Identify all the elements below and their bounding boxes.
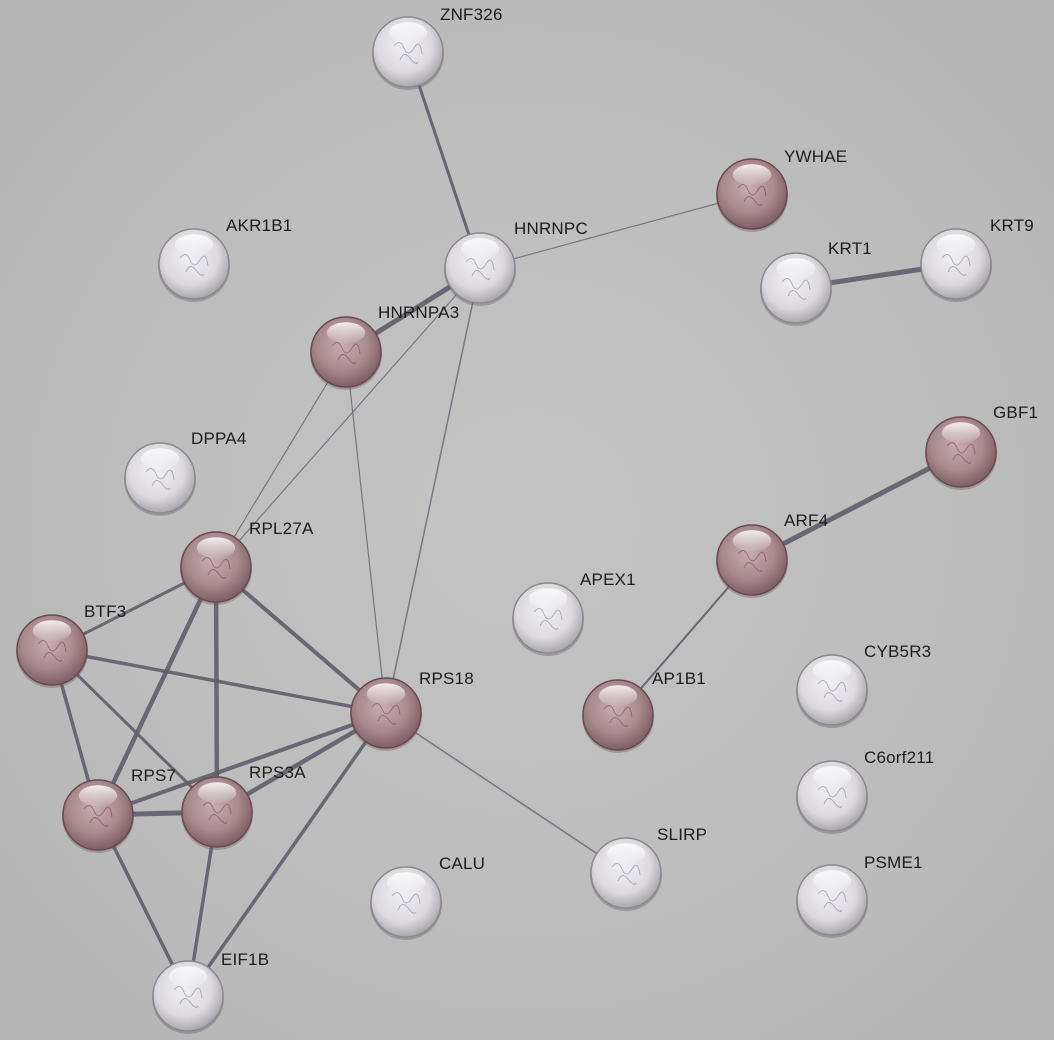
sphere-highlight	[140, 448, 180, 470]
node-psme1[interactable]	[796, 864, 868, 938]
node-arf4[interactable]	[716, 524, 788, 598]
node-slirp[interactable]	[590, 837, 662, 911]
node-btf3[interactable]	[16, 614, 88, 688]
node-dppa4[interactable]	[124, 442, 196, 516]
nodes-layer	[16, 16, 997, 1034]
protein-structure-icon	[393, 42, 423, 64]
node-rpl27a[interactable]	[180, 531, 252, 605]
protein-structure-icon	[202, 802, 232, 824]
node-c6orf211[interactable]	[796, 760, 868, 834]
edge-hnrnpa3-rps18[interactable]	[345, 351, 387, 714]
sphere-highlight	[936, 234, 976, 256]
protein-structure-icon	[83, 805, 113, 827]
protein-structure-icon	[391, 892, 421, 914]
edge-rps18-rps7[interactable]	[96, 711, 388, 817]
protein-structure-icon	[946, 442, 976, 464]
protein-structure-icon	[737, 184, 767, 206]
node-znf326[interactable]	[372, 16, 444, 90]
protein-structure-icon	[603, 705, 633, 727]
edge-rps18-slirp[interactable]	[385, 712, 627, 874]
sphere-highlight	[776, 258, 816, 280]
edge-hnrnpc-rpl27a[interactable]	[215, 267, 481, 568]
protein-structure-icon	[201, 557, 231, 579]
sphere-highlight	[78, 785, 118, 807]
sphere-highlight	[732, 530, 772, 552]
sphere-highlight	[812, 870, 852, 892]
sphere-highlight	[732, 164, 772, 186]
edge-hnrnpc-rps18[interactable]	[385, 267, 481, 714]
sphere-highlight	[606, 843, 646, 865]
protein-structure-icon	[817, 890, 847, 912]
edge-hnrnpc-ywhae[interactable]	[479, 193, 753, 269]
edge-znf326-hnrnpc[interactable]	[406, 50, 482, 270]
protein-structure-icon	[611, 863, 641, 885]
protein-structure-icon	[941, 254, 971, 276]
edge-rpl27a-rps7[interactable]	[95, 564, 219, 818]
protein-structure-icon	[465, 258, 495, 280]
node-ywhae[interactable]	[716, 158, 788, 232]
node-gbf1[interactable]	[925, 416, 997, 490]
protein-structure-icon	[533, 608, 563, 630]
sphere-highlight	[388, 22, 428, 44]
node-akr1b1[interactable]	[158, 228, 230, 302]
sphere-highlight	[326, 322, 366, 344]
protein-structure-icon	[331, 342, 361, 364]
protein-structure-icon	[173, 986, 203, 1008]
protein-structure-icon	[37, 640, 67, 662]
sphere-highlight	[168, 966, 208, 988]
sphere-highlight	[941, 422, 981, 444]
edge-gbf1-arf4[interactable]	[749, 449, 964, 563]
edge-rps18-eif1b[interactable]	[186, 711, 388, 998]
node-hnrnpa3[interactable]	[310, 316, 382, 390]
protein-structure-icon	[817, 680, 847, 702]
node-rps7[interactable]	[62, 779, 134, 853]
sphere-highlight	[197, 782, 237, 804]
sphere-highlight	[598, 685, 638, 707]
node-rps3a[interactable]	[181, 776, 253, 850]
protein-structure-icon	[145, 468, 175, 490]
sphere-highlight	[386, 872, 426, 894]
edges-layer	[50, 50, 964, 998]
node-apex1[interactable]	[512, 582, 584, 656]
sphere-highlight	[366, 683, 406, 705]
node-krt9[interactable]	[920, 228, 992, 302]
edge-hnrnpa3-rpl27a[interactable]	[215, 351, 347, 568]
node-cyb5r3[interactable]	[796, 654, 868, 728]
protein-structure-icon	[817, 786, 847, 808]
node-calu[interactable]	[370, 866, 442, 940]
edge-btf3-rps18[interactable]	[50, 648, 388, 715]
node-ap1b1[interactable]	[582, 679, 654, 753]
sphere-highlight	[196, 537, 236, 559]
edge-rpl27a-rps18[interactable]	[214, 565, 388, 715]
protein-structure-icon	[737, 550, 767, 572]
sphere-highlight	[174, 234, 214, 256]
edge-btf3-rps3a[interactable]	[50, 648, 219, 814]
sphere-highlight	[528, 588, 568, 610]
sphere-highlight	[32, 620, 72, 642]
protein-structure-icon	[179, 254, 209, 276]
sphere-highlight	[812, 660, 852, 682]
node-hnrnpc[interactable]	[444, 232, 516, 306]
node-rps18[interactable]	[350, 677, 422, 751]
node-eif1b[interactable]	[152, 960, 224, 1034]
protein-structure-icon	[781, 278, 811, 300]
sphere-highlight	[812, 766, 852, 788]
protein-structure-icon	[371, 703, 401, 725]
node-krt1[interactable]	[760, 252, 832, 326]
sphere-highlight	[460, 238, 500, 260]
